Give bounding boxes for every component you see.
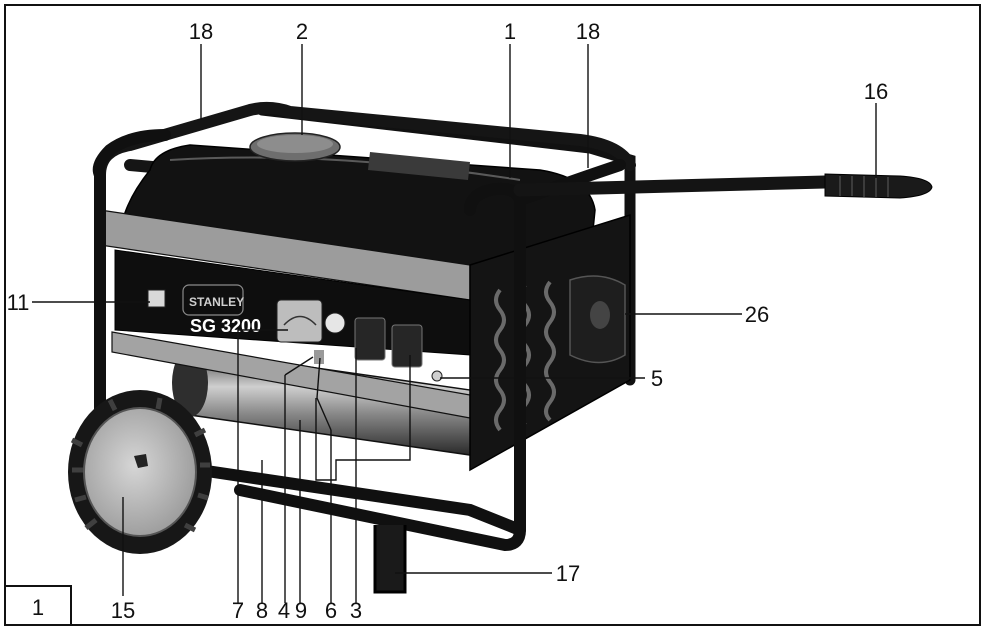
callout-3: 3 (350, 598, 362, 623)
figure-border (4, 4, 981, 626)
callout-17: 17 (556, 561, 580, 586)
side-vents (494, 280, 556, 432)
callout-5: 5 (651, 366, 663, 391)
figure-number: 1 (32, 595, 44, 620)
callout-1: 1 (504, 19, 516, 44)
callout-7: 7 (232, 598, 244, 623)
leader-lines (32, 44, 877, 603)
callout-labels: 18 2 1 18 16 11 26 5 17 15 7 8 4 9 6 3 1 (7, 19, 889, 623)
ground-terminal (431, 370, 443, 382)
handle-bar (513, 175, 832, 197)
handle-grip (824, 173, 933, 199)
callout-18-left: 18 (189, 19, 213, 44)
callout-8: 8 (256, 598, 268, 623)
support-foot (373, 525, 407, 594)
callout-11: 11 (7, 290, 30, 315)
engine-switch (147, 289, 166, 308)
callout-6: 6 (325, 598, 337, 623)
callout-15: 15 (111, 598, 135, 623)
callout-4: 4 (278, 598, 290, 623)
ac-outlet-1 (354, 317, 386, 361)
callout-2: 2 (296, 19, 308, 44)
callout-16: 16 (864, 79, 888, 104)
circuit-breaker (324, 312, 346, 334)
ac-outlet-2 (391, 324, 423, 368)
callout-18-right: 18 (576, 19, 600, 44)
voltmeter (276, 299, 323, 343)
product-logo: STANLEY (189, 295, 244, 309)
model-label: SG 3200 (190, 316, 261, 336)
figure-number-box (4, 585, 72, 626)
generator-illustration: STANLEY SG 3200 (68, 101, 933, 594)
callout-26: 26 (745, 302, 769, 327)
wheel (68, 390, 212, 554)
callout-9: 9 (295, 598, 307, 623)
